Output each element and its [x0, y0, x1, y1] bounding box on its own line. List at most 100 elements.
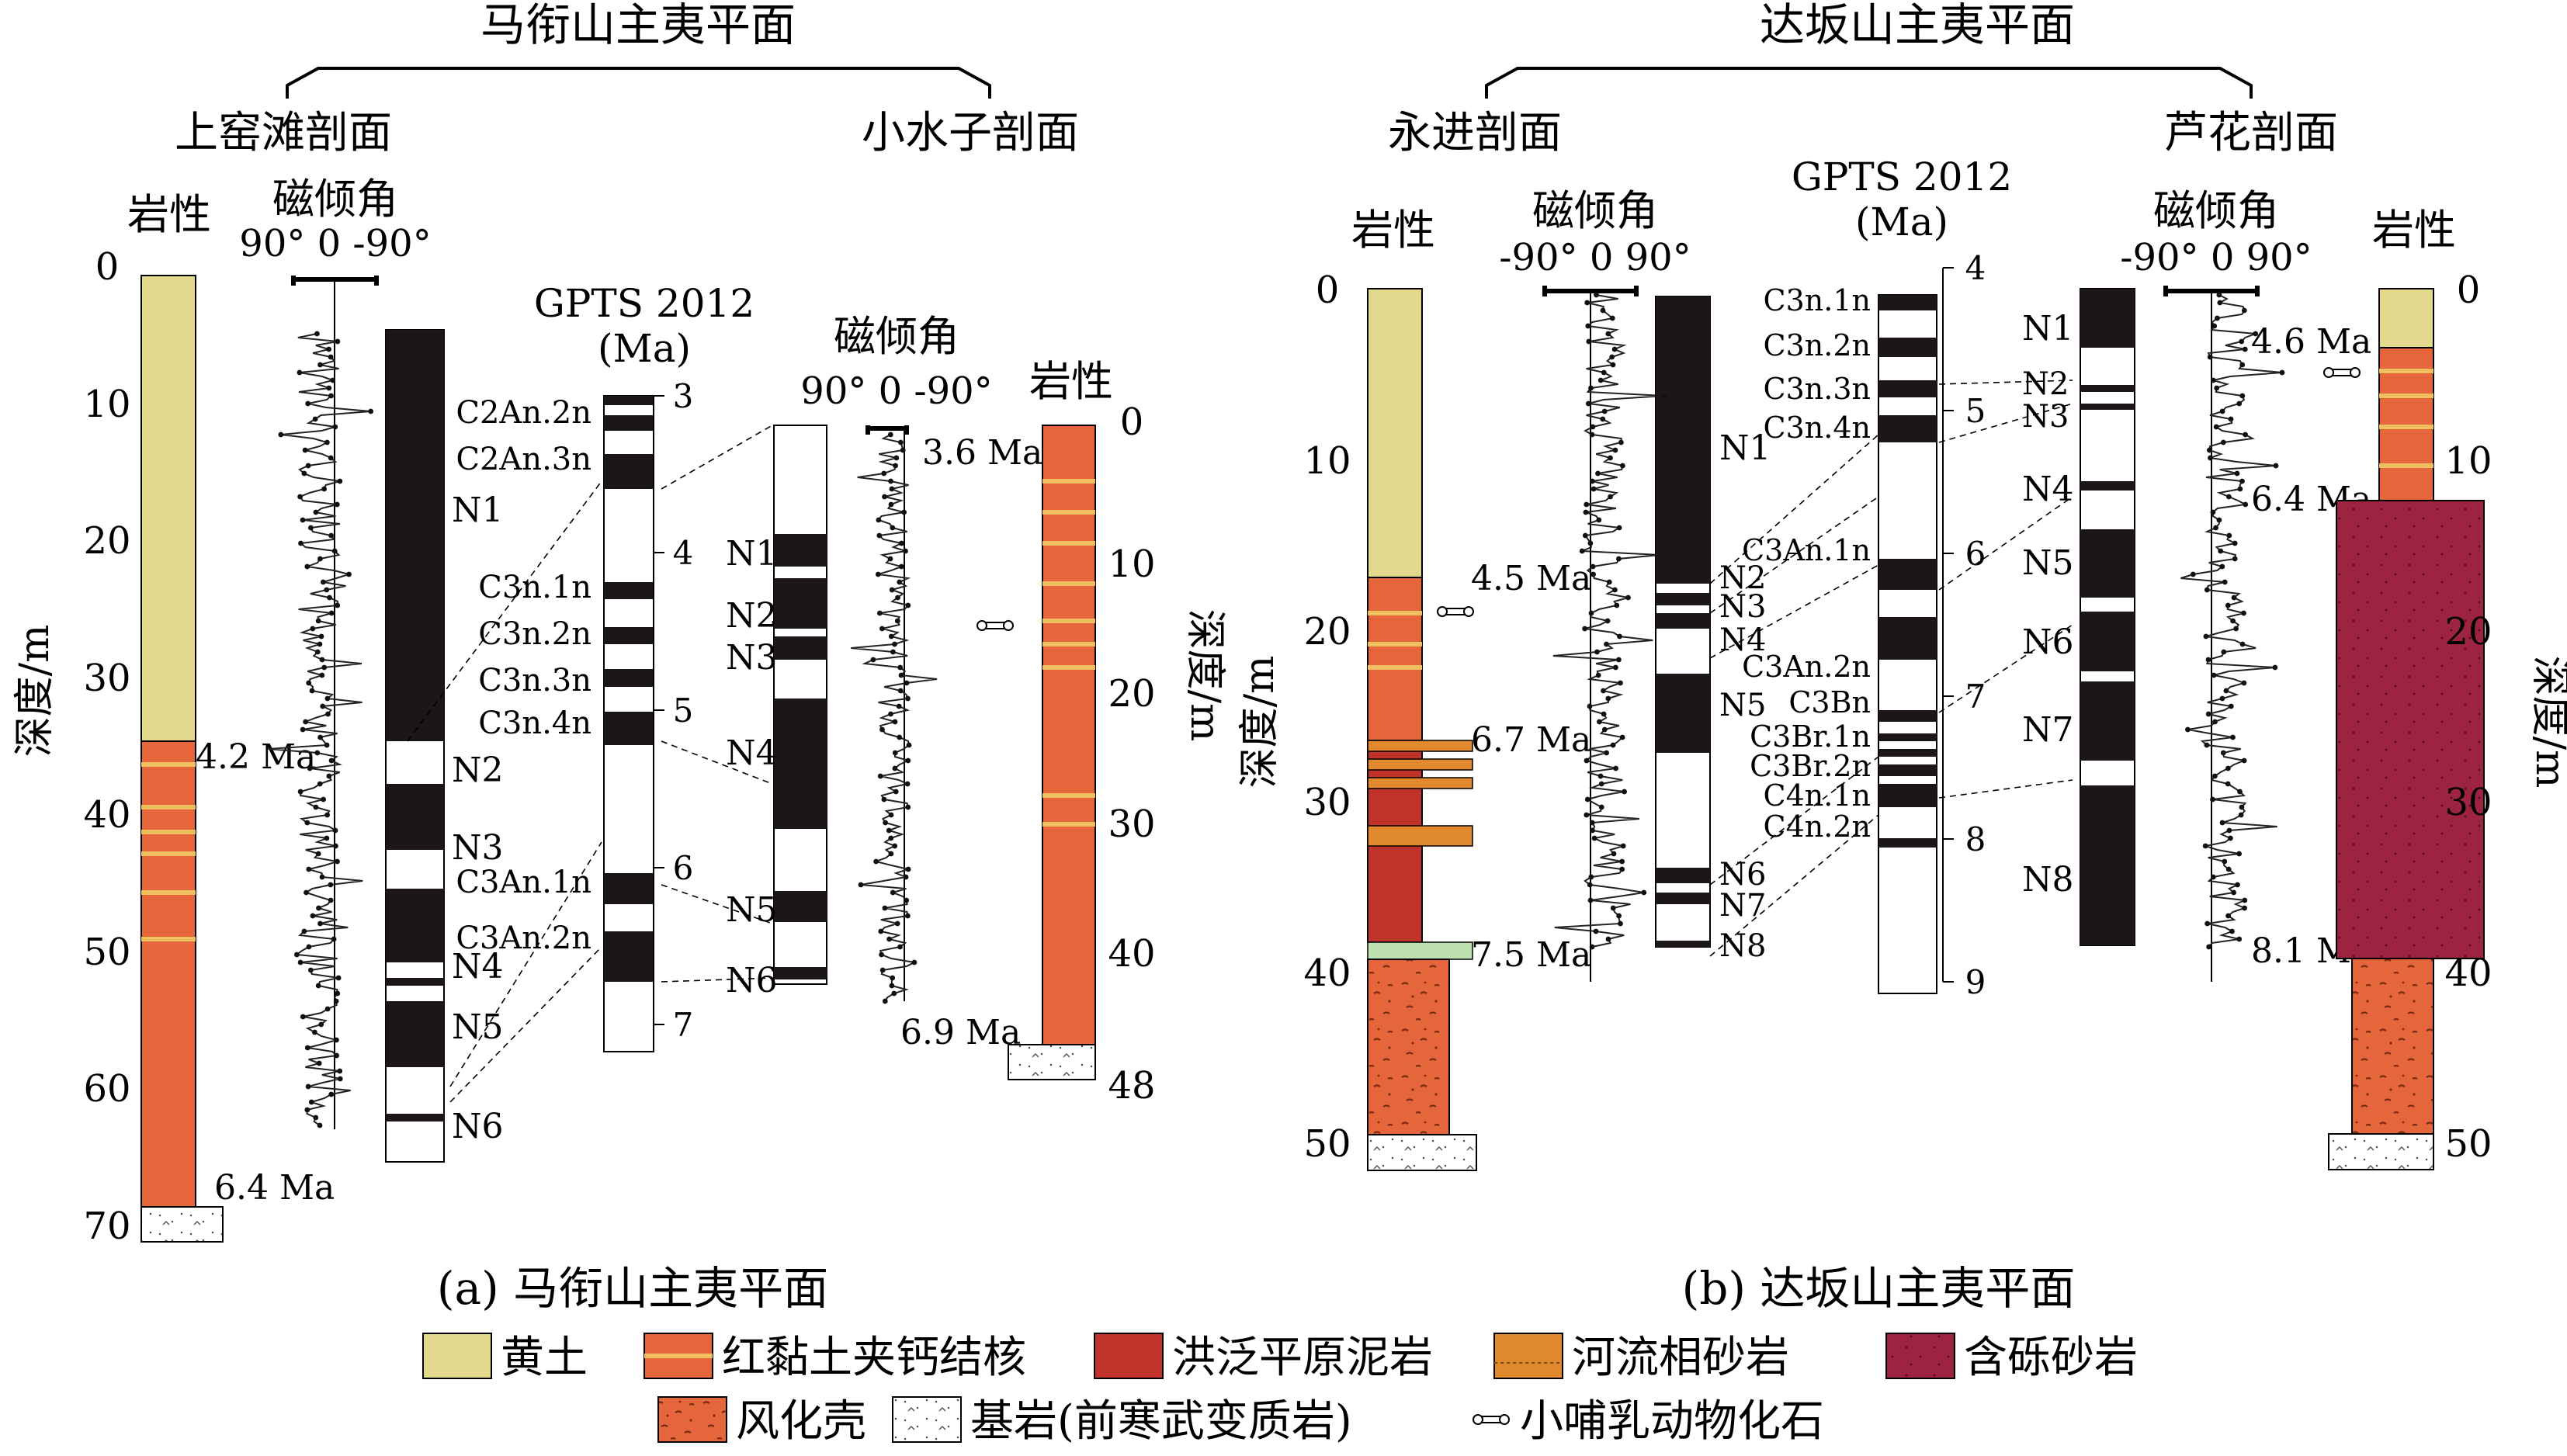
inclination-sample-point [2272, 664, 2278, 671]
svg-text:小哺乳动物化石: 小哺乳动物化石 [1520, 1396, 1824, 1447]
svg-text:N1: N1 [1719, 428, 1771, 468]
inclination-sample-point [308, 967, 314, 973]
inclination-sample-point [1585, 323, 1591, 329]
inclination-sample-point [2225, 866, 2232, 872]
inclination-sample-point [313, 1115, 319, 1121]
svg-text:30: 30 [2444, 781, 2492, 824]
inclination-sample-point [2219, 820, 2225, 826]
inclination-sample-point [879, 726, 885, 733]
svg-text:C3n.2n: C3n.2n [1764, 328, 1871, 362]
inclination-sample-point [2210, 509, 2216, 515]
legend-item-loess: 黄土 [422, 1333, 588, 1383]
normal-polarity-band [1656, 674, 1710, 753]
svg-text:5: 5 [1965, 392, 1986, 430]
inclination-sample-point [1609, 315, 1615, 321]
inclination-sample-point [1616, 913, 1622, 919]
inclination-sample-point [883, 820, 888, 826]
inclination-sample-point [1589, 432, 1595, 438]
inclination-sample-point [873, 858, 879, 865]
inclination-sample-point [1588, 874, 1594, 880]
inclination-sample-point [2190, 571, 2196, 577]
svg-text:N8: N8 [1719, 928, 1766, 964]
inclination-sample-point [2243, 501, 2249, 508]
inclination-sample-point [300, 726, 306, 733]
inclination-sample-point [903, 548, 908, 554]
gpts-left-axis: 3 4 5 6 7 [653, 377, 693, 1044]
svg-text:C3n.2n: C3n.2n [478, 616, 591, 652]
inclination-sample-point [304, 889, 309, 896]
normal-polarity-band [1878, 710, 1937, 722]
inclination-sample-point [1589, 944, 1595, 950]
normal-polarity-band [2080, 785, 2135, 945]
sy-depth-label: 深度/m [12, 625, 58, 757]
inclination-sample-point [2238, 812, 2244, 818]
inclination-sample-point [1584, 300, 1590, 306]
svg-text:N6: N6 [726, 961, 778, 1000]
svg-text:C3An.1n: C3An.1n [456, 865, 591, 900]
inclination-sample-point [1590, 563, 1596, 570]
svg-text:4: 4 [1965, 249, 1986, 287]
inclination-sample-point [2211, 672, 2217, 678]
inclination-sample-point [2253, 331, 2259, 337]
inclination-sample-point [1605, 936, 1611, 942]
normal-polarity-band [604, 873, 654, 904]
normal-polarity-band [2080, 681, 2135, 761]
inclination-sample-point [1583, 509, 1589, 515]
inclination-sample-point [2231, 595, 2237, 601]
svg-text:6: 6 [1965, 535, 1986, 573]
svg-text:8: 8 [1965, 820, 1986, 858]
normal-polarity-band [2080, 385, 2135, 392]
inclination-sample-point [2225, 602, 2231, 608]
yj-depth-axis: 0 10 20 30 40 50 [1303, 269, 1351, 1166]
inclination-sample-point [297, 789, 304, 795]
svg-text:C3An.2n: C3An.2n [456, 920, 591, 956]
inclination-sample-point [896, 703, 902, 709]
inclination-sample-point [1589, 820, 1595, 826]
sy-depth-axis: 0 10 20 30 40 50 60 70 [83, 245, 130, 1248]
section-title-luhua: 芦花剖面 [2164, 108, 2338, 158]
legend-item-red-clay: 红黏土夹钙结核 [643, 1333, 1026, 1383]
svg-text:40: 40 [1108, 932, 1155, 976]
inclination-sample-point [888, 835, 894, 841]
svg-text:20: 20 [1303, 610, 1351, 653]
inclination-sample-point [2242, 897, 2248, 903]
inclination-sample-point [875, 571, 881, 577]
inclination-sample-point [317, 734, 323, 740]
inclination-sample-point [333, 998, 339, 1004]
inclination-sample-point [1588, 610, 1594, 616]
normal-polarity-band [1656, 593, 1710, 605]
inclination-sample-point [1591, 835, 1597, 841]
inclination-sample-point [2214, 385, 2220, 391]
inclination-sample-point [1608, 494, 1614, 500]
inclination-sample-point [324, 439, 330, 445]
svg-text:C3n.4n: C3n.4n [478, 705, 591, 741]
svg-text:N4: N4 [726, 733, 778, 773]
inclination-sample-point [302, 447, 308, 453]
inclination-sample-point [2228, 703, 2234, 709]
inclination-sample-point [2232, 556, 2238, 562]
inclination-sample-point [325, 711, 331, 717]
svg-text:40: 40 [2444, 952, 2492, 995]
svg-text:48: 48 [1108, 1064, 1155, 1108]
svg-text:20: 20 [1108, 672, 1155, 716]
xs-polarity-labels: N1 N2 N3 N4 N5 N6 [726, 534, 778, 1000]
inclination-sample-point [316, 1060, 322, 1066]
svg-text:N6: N6 [2022, 622, 2074, 662]
inclination-sample-point [893, 463, 898, 469]
yj-age-top: 4.5 Ma [1471, 559, 1591, 598]
svg-text:50: 50 [83, 931, 130, 974]
inclination-sample-point [306, 866, 312, 872]
inclination-sample-point [882, 494, 887, 500]
inclination-sample-point [1619, 734, 1625, 740]
normal-polarity-band [1878, 415, 1937, 442]
inclination-sample-point [906, 742, 912, 748]
inclination-sample-point [1584, 501, 1590, 508]
inclination-sample-point [2241, 307, 2247, 314]
xs-depth-axis: 0 10 20 30 40 48 [1108, 400, 1155, 1108]
svg-text:N2: N2 [1719, 560, 1766, 596]
svg-text:C3n.1n: C3n.1n [478, 570, 591, 605]
sy-inclination-trace [268, 333, 371, 1126]
svg-text:C3Br.1n: C3Br.1n [1750, 719, 1871, 754]
inclination-sample-point [1616, 556, 1622, 562]
